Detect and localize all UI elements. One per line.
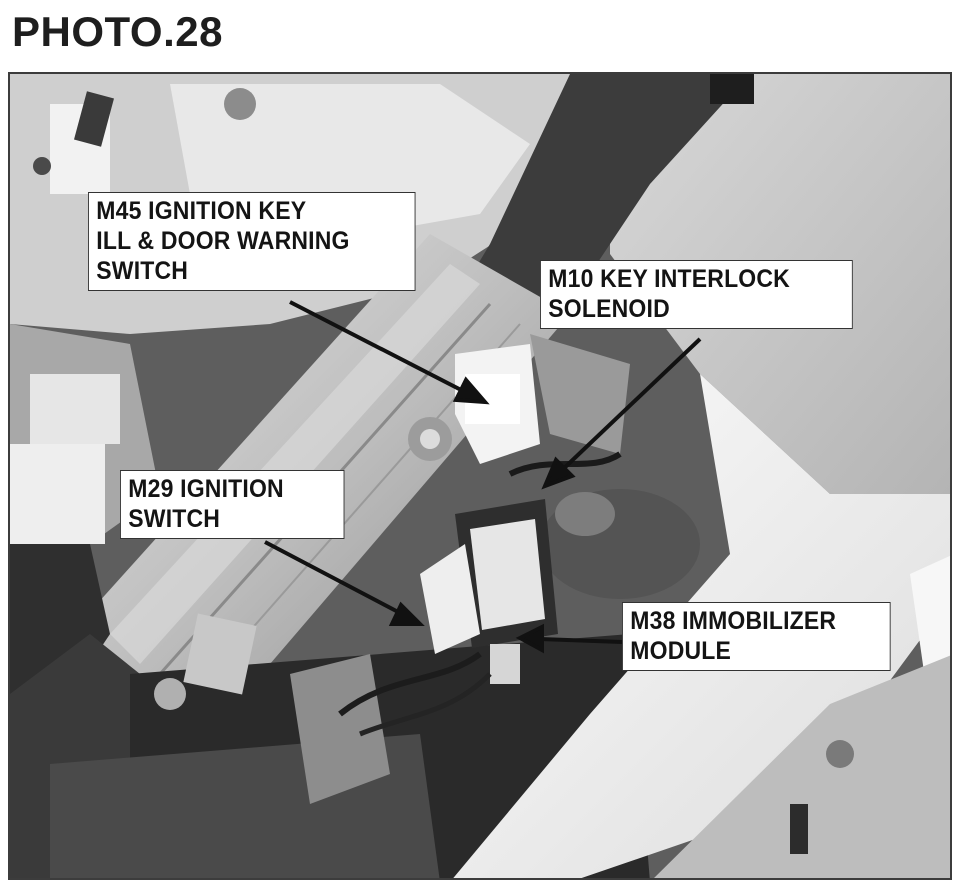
- arrowhead-m38: [515, 623, 544, 654]
- label-m29-ignition-switch: M29 IGNITION SWITCH: [120, 470, 345, 539]
- label-m38-line-1: M38 IMMOBILIZER: [630, 607, 837, 635]
- arrow-m29: [264, 540, 403, 616]
- photo-frame: M45 IGNITION KEY ILL & DOOR WARNING SWIT…: [8, 72, 952, 880]
- label-m10-line-1: M10 KEY INTERLOCK: [548, 265, 790, 293]
- label-m38-immobilizer-module: M38 IMMOBILIZER MODULE: [622, 602, 891, 671]
- arrow-m45: [289, 300, 466, 394]
- callout-arrows: [264, 300, 702, 654]
- photo-title: PHOTO.28: [12, 8, 223, 55]
- arrowhead-m29: [388, 601, 425, 626]
- label-m38-line-2: MODULE: [630, 637, 732, 665]
- label-m45-line-3: SWITCH: [96, 257, 189, 285]
- label-m45-line-2: ILL & DOOR WARNING: [96, 227, 350, 255]
- arrowhead-m45: [452, 376, 490, 405]
- label-m10-key-interlock-solenoid: M10 KEY INTERLOCK SOLENOID: [540, 260, 853, 329]
- label-m29-line-2: SWITCH: [128, 505, 221, 533]
- label-m45-line-1: M45 IGNITION KEY: [96, 197, 307, 225]
- label-m29-line-1: M29 IGNITION: [128, 475, 284, 503]
- label-m45-ignition-key-switch: M45 IGNITION KEY ILL & DOOR WARNING SWIT…: [88, 192, 416, 291]
- arrow-m38: [539, 637, 623, 644]
- arrowhead-m10: [541, 456, 576, 490]
- arrow-m10: [558, 337, 702, 474]
- label-m10-line-2: SOLENOID: [548, 295, 670, 323]
